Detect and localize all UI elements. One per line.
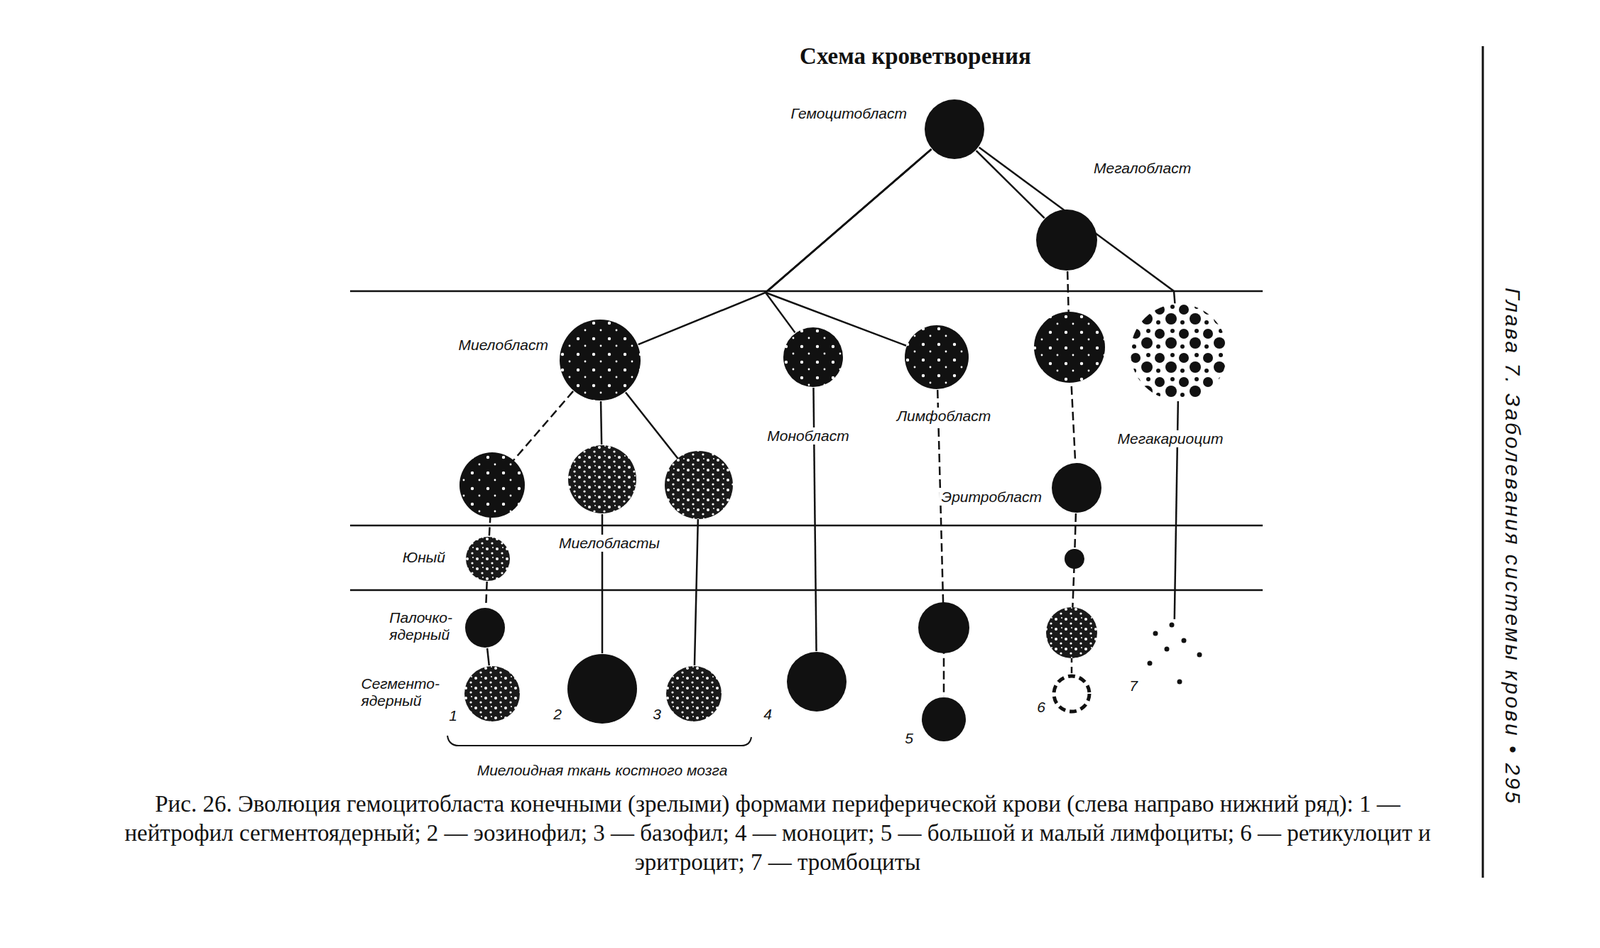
cell-node: Гемоцитобласт [923,98,985,160]
cell-node: 6 [1051,673,1093,715]
cell-node: 5 [921,696,967,743]
cell-body [568,445,637,514]
cell-node: Мегакариоцит [1129,303,1228,402]
callout-number: 4 [761,705,775,723]
cell-body [1053,676,1090,712]
zone-line [350,589,1263,592]
cell-body [464,666,520,722]
cell-shape [566,653,638,725]
cell-body [921,697,966,742]
callout-number: 7 [1127,677,1140,695]
cell-node: 7 [1139,619,1208,688]
cell-node: Миелобласт [558,318,642,402]
zone-lines [350,291,1263,591]
platelet-dot [1153,631,1159,637]
platelet-dot [1181,638,1187,644]
cell-shape [923,98,985,160]
cell [1033,311,1106,383]
lineage-line [487,648,490,666]
cell-shape [1051,673,1093,715]
cell-body [1036,209,1098,271]
cell-node: Лимфобласт [904,324,970,390]
cell-label: Сегменто-ядерный [358,675,442,710]
cell-node: 2 [566,653,638,725]
cell-shape [567,444,638,515]
cell-body [465,536,510,581]
platelet-dot [1164,646,1170,652]
lineage-line [638,149,932,345]
cell-node: Монобласт [782,326,844,388]
cell-label: Миелобласт [455,336,551,354]
cell-shape [786,651,848,713]
cell-node: Юный [465,536,511,582]
callout-number: 3 [650,705,664,723]
cell-shape [665,665,723,723]
lineage-line [625,392,699,666]
cell-node: 3 [665,665,723,723]
cell-body [567,654,638,724]
lineage-line [765,149,932,333]
platelet-dot [1197,652,1203,658]
cell-node: Миелобласты [567,444,638,515]
platelet-dot [1147,661,1153,667]
cell-shape [558,318,642,402]
cell-label: Мегакариоцит [1115,430,1226,448]
cell [459,452,525,518]
cell [918,602,970,654]
lineage-line [765,149,932,346]
cell-body [904,325,969,390]
cell-label: Гемоцитобласт [788,105,910,123]
cell-shape [463,665,521,723]
cell-label: Эритробласт [939,488,1044,506]
figure-caption: Рис. 26. Эволюция гемоцитобласта конечны… [106,789,1449,878]
callout-number: 6 [1034,698,1048,716]
lineage-line [600,401,602,445]
cell-label: Монобласт [764,427,851,445]
cell-shape [1139,619,1208,688]
zone-line [350,290,1263,293]
cell-node: Палочко-ядерный [464,607,506,649]
callout-number: 1 [446,707,460,725]
lineage-line [976,150,1045,219]
cell-body [783,327,843,388]
page-rule [1482,46,1485,878]
diagram-title: Схема кроветворения [799,43,1032,70]
cell [1046,607,1098,659]
cell-label: Юный [400,548,448,567]
cell-node: 4 [786,651,848,713]
cell-label: Миелобласты [556,534,662,552]
cell-shape [782,326,844,388]
cell-shape [921,696,967,743]
cell-body [666,666,722,722]
running-header: Глава 7. Заболевания системы крови • 295 [1499,287,1526,806]
cell-shape [1129,303,1228,402]
cell-body [1051,463,1102,513]
cell-node: Сегменто-ядерный1 [463,665,521,723]
platelet-dot [1177,679,1183,685]
cell-body [1130,303,1228,401]
cell-body [559,319,641,401]
cell-shape [464,607,506,649]
region-label: Миелоидная ткань костного мозга [475,762,731,780]
cell-label: Палочко-ядерный [387,609,455,644]
cell-node: Мегалобласт [1035,208,1098,272]
cell-shape [465,536,511,582]
cell-body [786,651,847,712]
cell-shape [904,324,970,390]
callout-number: 5 [902,730,916,748]
cell-shape [1035,208,1098,272]
cell-body [465,607,505,648]
callout-number: 2 [551,705,564,723]
cell-body [924,99,985,160]
cell [664,450,733,520]
cell-label: Лимфобласт [894,407,994,425]
cell-shape [1051,462,1103,514]
bracket [447,735,752,746]
cell-node: Эритробласт [1051,462,1103,514]
platelet-dot [1169,622,1175,628]
cell-label: Мегалобласт [1091,159,1194,177]
cell [1064,548,1085,569]
zone-line [350,524,1263,527]
lineage-line [485,581,487,608]
